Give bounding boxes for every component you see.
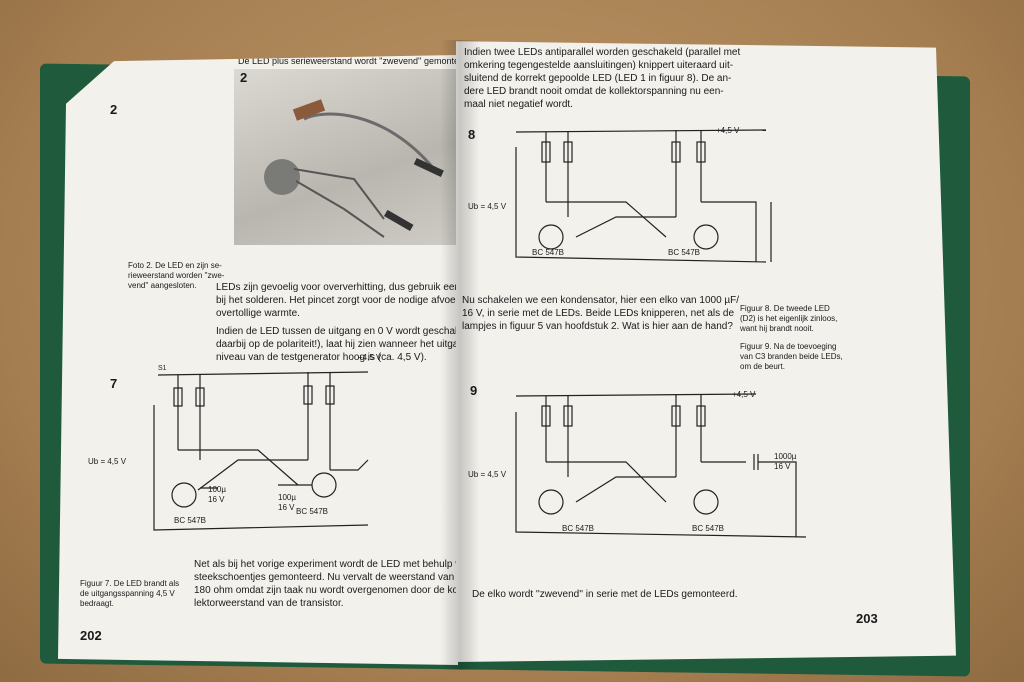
book-gutter: [440, 40, 480, 670]
page-number-right: 203: [856, 611, 878, 626]
fig7-supply: +4,5 V: [358, 353, 382, 362]
paragraph-uitgang: Indien de LED tussen de uitgang en 0 V w…: [216, 326, 458, 363]
switch-label: S1: [158, 365, 167, 372]
fig7-c1-value: 100µ 16 V: [208, 485, 226, 504]
figure-8-number: 8: [468, 128, 475, 141]
photo-caption: Foto 2. De LED en zijn se- rieweerstand …: [128, 261, 225, 290]
left-header: De LED plus serieweerstand wordt ''zweve…: [238, 56, 458, 66]
paragraph-steekschoentjes: Net als bij het vorige experiment wordt …: [194, 559, 458, 609]
fig9-t1-type: BC 547B: [562, 524, 595, 533]
left-page-marker: 2: [110, 102, 118, 117]
paragraph-elko: De elko wordt ''zwevend'' in serie met d…: [472, 589, 738, 600]
figure-9-number: 9: [470, 384, 477, 397]
fig7-t1-type: BC 547B: [174, 516, 207, 525]
fig9-ub: Ub = 4,5 V: [468, 470, 507, 479]
intro-paragraph: Indien twee LEDs antiparallel worden ges…: [464, 47, 741, 110]
fig7-t2-type: BC 547B: [296, 507, 329, 516]
page-number-left: 202: [80, 628, 102, 643]
paragraph-kondensator: Nu schakelen we een kondensator, hier ee…: [462, 295, 740, 332]
paragraph-oververhitting: LEDs zijn gevoelig voor oververhitting, …: [216, 282, 458, 319]
fig9-c3-value: 1000µ 16 V: [774, 452, 797, 471]
fig8-supply: +4,5 V: [716, 126, 740, 135]
figure-7-number: 7: [110, 376, 118, 391]
fig7-c2-value: 100µ 16 V: [278, 493, 296, 512]
fig8-t2-type: BC 547B: [668, 248, 701, 257]
fig9-supply: +4,5 V: [732, 390, 756, 399]
fig9-t2-type: BC 547B: [692, 524, 725, 533]
circuit-figure-7: S1: [153, 365, 369, 531]
figure-7-caption: Figuur 7. De LED brandt als de uitgangss…: [80, 579, 180, 608]
led-illustration: [264, 99, 444, 238]
photo-figure-number: 2: [240, 70, 248, 85]
figure-8-caption: Figuur 8. De tweede LED (D2) is het eige…: [740, 304, 838, 333]
left-page: 2 De LED plus serieweerstand wordt ''zwe…: [58, 55, 458, 665]
right-page: Indien twee LEDs antiparallel worden ges…: [456, 41, 956, 662]
led-photo: [234, 69, 456, 245]
fig7-ub: Ub = 4,5 V: [88, 457, 127, 466]
circuit-figure-9: [515, 393, 807, 538]
fig8-t1-type: BC 547B: [532, 248, 565, 257]
circuit-figure-8: [515, 129, 772, 263]
fig8-ub: Ub = 4,5 V: [468, 202, 507, 211]
figure-9-caption: Figuur 9. Na de toevoeging van C3 brande…: [740, 342, 843, 371]
